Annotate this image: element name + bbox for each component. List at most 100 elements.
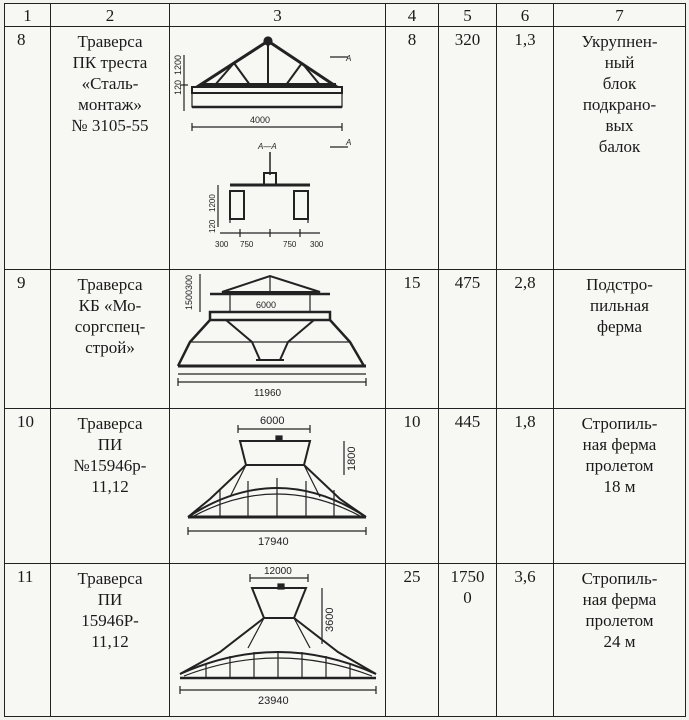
header-col-4: 4 [385, 3, 439, 27]
note-line: Стропиль- [581, 569, 658, 588]
name-line: «Сталь- [81, 74, 139, 93]
note-line: подкрано- [582, 95, 657, 114]
dim-height-section: 1200 [208, 194, 217, 212]
name-line: Траверса [77, 414, 143, 433]
item-name: Траверса КБ «Мо- соргспец- строй» [50, 269, 170, 409]
item-note: Стропиль- ная ферма пролетом 24 м [553, 563, 686, 717]
dim-top-span: 6000 [256, 300, 276, 310]
name-line: № 3105-55 [71, 116, 149, 135]
drawing-cell: 1200 120 4000 A A A—A 1200 120 300 750 7… [169, 26, 386, 270]
item-note: Стропиль- ная ферма пролетом 18 м [553, 408, 686, 564]
dim-a: 300 [215, 240, 229, 249]
name-line: ПИ [97, 435, 123, 454]
dim-height: 1800 [346, 447, 358, 471]
col6-value: 1,3 [496, 26, 554, 270]
col5-value: 445 [438, 408, 497, 564]
dim-height: 3600 [324, 608, 336, 632]
traverse-drawing-8: 1200 120 4000 A A A—A 1200 120 300 750 7… [173, 36, 351, 249]
drawing-cell: 1500 300 6000 11960 [169, 269, 386, 409]
note-line: ферма [597, 317, 642, 336]
note-line: блок [602, 74, 637, 93]
row-number: 11 [4, 563, 51, 717]
dim-span: 23940 [258, 695, 289, 707]
name-line: Траверса [77, 275, 143, 294]
item-name: Траверса ПИ 15946Р- 11,12 [50, 563, 170, 717]
col5-value: 320 [438, 26, 497, 270]
note-line: балок [598, 137, 641, 156]
note-line: пролетом [585, 611, 654, 630]
item-name: Траверса ПИ №15946р- 11,12 [50, 408, 170, 564]
dim-d: 300 [310, 240, 324, 249]
name-line: 15946Р- [81, 611, 139, 630]
name-line: ПК треста [72, 53, 148, 72]
header-col-3: 3 [169, 3, 386, 27]
name-line: монтаж» [78, 95, 142, 114]
col4-value: 10 [385, 408, 439, 564]
note-line: Подстро- [586, 275, 653, 294]
table-row: 8 Траверса ПК треста «Сталь- монтаж» № 3… [4, 26, 686, 270]
dim-offset: 300 [184, 275, 194, 290]
dim-offset-top: 120 [173, 80, 183, 95]
dim-height: 1500 [184, 290, 194, 310]
section-mark-a: A [345, 54, 351, 63]
name-line: строй» [85, 338, 135, 357]
dim-b: 750 [240, 240, 254, 249]
specification-table: 1 2 3 4 5 6 7 8 Траверса ПК треста «Стал… [4, 3, 686, 717]
header-col-2: 2 [50, 3, 170, 27]
name-line: ПИ [97, 590, 123, 609]
item-note: Укрупнен- ный блок подкрано- вых балок [553, 26, 686, 270]
dim-offset-section: 120 [208, 219, 217, 233]
note-line: пролетом [585, 456, 654, 475]
traverse-drawing-10: 6000 1800 17940 [187, 415, 367, 548]
dim-height-top: 1200 [173, 55, 183, 75]
note-line: пильная [590, 296, 649, 315]
note-line: ный [604, 53, 635, 72]
name-line: Траверса [77, 569, 143, 588]
dim-c: 750 [283, 240, 297, 249]
row-number: 9 [4, 269, 51, 409]
dim-top-span: 12000 [264, 566, 292, 577]
table-row: 10 Траверса ПИ №15946р- 11,12 [4, 408, 686, 564]
traverse-drawing-11: 12000 3600 23940 [179, 566, 377, 707]
col6-value: 2,8 [496, 269, 554, 409]
name-line: соргспец- [74, 317, 146, 336]
col6-value: 1,8 [496, 408, 554, 564]
section-mark-a-2: A [345, 138, 351, 147]
col4-value: 25 [385, 563, 439, 717]
traverse-drawing-9: 1500 300 6000 11960 [176, 274, 367, 399]
note-line: ная ферма [582, 435, 657, 454]
note-line: Стропиль- [581, 414, 658, 433]
item-name: Траверса ПК треста «Сталь- монтаж» № 310… [50, 26, 170, 270]
col5-line: 475 [454, 273, 481, 292]
header-col-6: 6 [496, 3, 554, 27]
header-row: 1 2 3 4 5 6 7 [4, 3, 686, 27]
name-line: №15946р- [73, 456, 147, 475]
col5-line: 320 [454, 30, 481, 49]
col5-value: 475 [438, 269, 497, 409]
drawing-cell: 6000 1800 17940 [169, 408, 386, 564]
header-col-1: 1 [4, 3, 51, 27]
col4-value: 8 [385, 26, 439, 270]
note-line: вых [605, 116, 634, 135]
row-number: 8 [4, 26, 51, 270]
item-note: Подстро- пильная ферма [553, 269, 686, 409]
col4-value: 15 [385, 269, 439, 409]
note-line: Укрупнен- [581, 32, 658, 51]
note-line: 24 м [603, 632, 636, 651]
header-col-5: 5 [438, 3, 497, 27]
dim-span: 11960 [254, 388, 282, 399]
name-line: 11,12 [91, 632, 129, 651]
dim-span: 4000 [250, 115, 270, 125]
row-number: 10 [4, 408, 51, 564]
name-line: Траверса [77, 32, 143, 51]
dim-span: 17940 [258, 536, 289, 548]
dim-top-span: 6000 [260, 415, 284, 427]
table-row: 9 Траверса КБ «Мо- соргспец- строй» [4, 269, 686, 409]
col5-line: 445 [454, 412, 481, 431]
col5-line: 0 [463, 588, 472, 607]
table-row: 11 Траверса ПИ 15946Р- 11,12 [4, 563, 686, 717]
col6-value: 3,6 [496, 563, 554, 717]
name-line: КБ «Мо- [78, 296, 142, 315]
section-title: A—A [257, 142, 277, 151]
header-col-7: 7 [553, 3, 686, 27]
